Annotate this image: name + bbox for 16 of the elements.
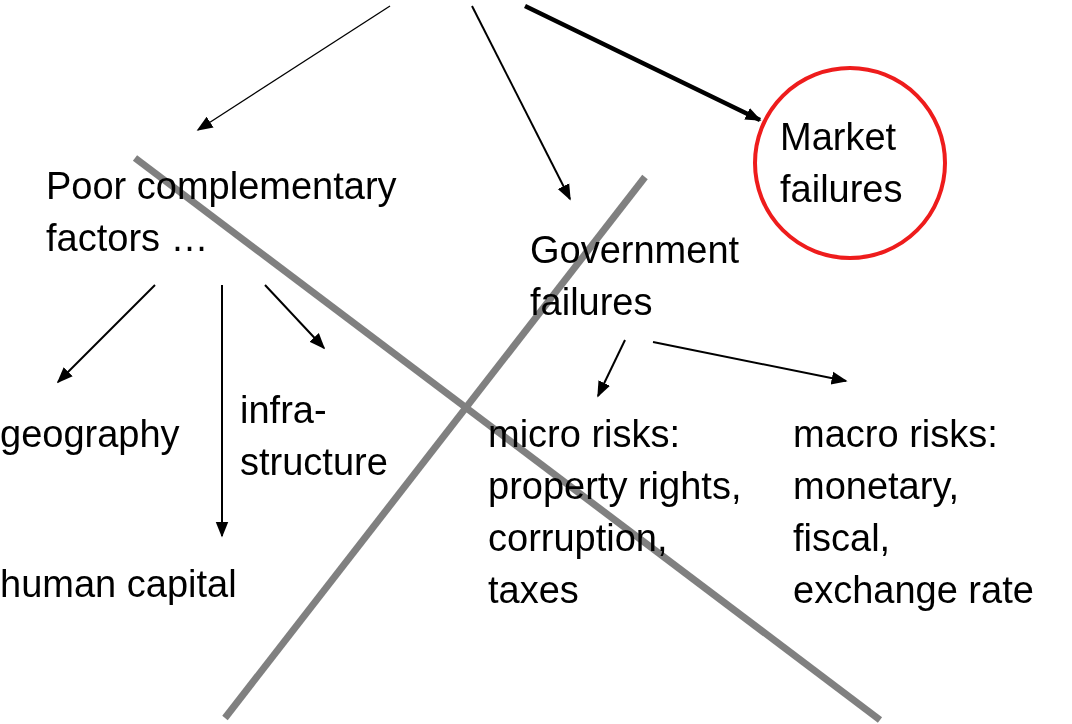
arrow (524, 3, 762, 123)
arrow (215, 284, 229, 538)
node-label: geography (0, 412, 181, 457)
arrow (597, 339, 626, 398)
arrow (56, 284, 156, 384)
arrow (264, 284, 326, 350)
arrow (471, 5, 571, 201)
node-label: infra- structure (240, 388, 389, 485)
node-label: macro risks: monetary, fiscal, exchange rate (793, 412, 1035, 613)
node-label: micro risks: property rights, corruption, taxes (488, 412, 743, 613)
node-label: Poor complementary factors … (46, 164, 398, 261)
node-label: human capital (0, 562, 238, 607)
arrow (652, 341, 848, 385)
node-label: Market failures (780, 115, 904, 212)
arrow (196, 5, 391, 131)
node-label: Government failures (530, 228, 741, 325)
